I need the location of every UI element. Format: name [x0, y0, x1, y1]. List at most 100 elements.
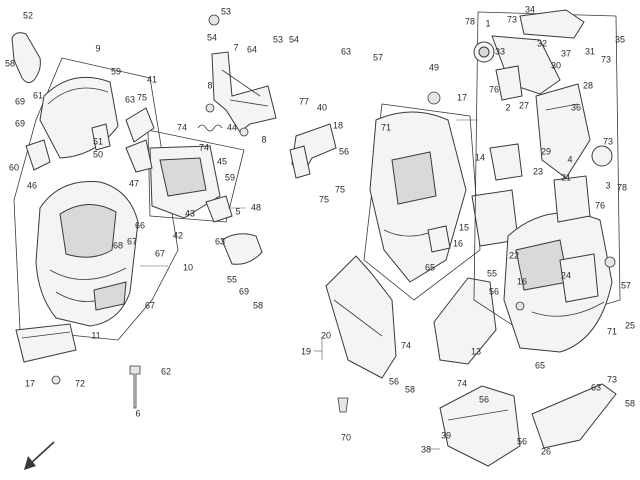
callout-72: 72	[74, 378, 86, 389]
pocket-part	[205, 195, 233, 223]
callout-9: 9	[95, 43, 101, 54]
callout-56: 56	[478, 394, 490, 405]
callout-42: 42	[172, 230, 184, 241]
bracket-part	[289, 145, 311, 179]
callout-2: 2	[505, 102, 511, 113]
callout-55: 55	[486, 268, 498, 279]
callout-74: 74	[456, 378, 468, 389]
callout-13: 13	[470, 346, 482, 357]
side-fairing-group	[473, 9, 621, 449]
arrow-head	[24, 456, 36, 470]
inner-fairing-opening	[391, 151, 437, 205]
callout-70: 70	[340, 432, 352, 443]
spring-part	[197, 124, 223, 132]
cylinder-part	[495, 65, 523, 101]
callout-55: 55	[226, 274, 238, 285]
lower-trim-part	[531, 383, 617, 449]
callout-54: 54	[206, 32, 218, 43]
callout-45: 45	[216, 156, 228, 167]
bracket-part	[91, 123, 111, 151]
callout-63: 63	[214, 236, 226, 247]
callout-22: 22	[508, 250, 520, 261]
callout-63: 63	[590, 382, 602, 393]
side-panel-detail	[333, 299, 383, 337]
inner-fairing-frame	[363, 103, 481, 301]
callout-7: 7	[233, 42, 239, 53]
callout-67: 67	[126, 236, 138, 247]
callout-51: 51	[92, 136, 104, 147]
callout-69: 69	[14, 96, 26, 107]
callout-64: 64	[246, 44, 258, 55]
callout-35: 35	[614, 34, 626, 45]
meter-stay-part	[125, 139, 153, 173]
washer-part	[51, 375, 61, 385]
callout-73: 73	[506, 14, 518, 25]
callout-53: 53	[272, 34, 284, 45]
callout-61: 61	[32, 90, 44, 101]
callout-58: 58	[252, 300, 264, 311]
callout-20: 20	[320, 330, 332, 341]
mirror-part	[11, 32, 41, 84]
callout-56: 56	[516, 436, 528, 447]
callout-5: 5	[235, 206, 241, 217]
callout-17: 17	[456, 92, 468, 103]
callout-73: 73	[602, 136, 614, 147]
callout-57: 57	[620, 280, 632, 291]
callout-39: 39	[440, 430, 452, 441]
callout-65: 65	[424, 262, 436, 273]
callout-38: 38	[420, 444, 432, 455]
upper-cowl-group	[11, 32, 179, 409]
side-panel-part	[325, 255, 397, 379]
callout-54: 54	[288, 34, 300, 45]
bracket-part	[25, 139, 51, 171]
cowl-grille	[93, 281, 127, 311]
trim-part	[519, 9, 585, 39]
callout-67: 67	[144, 300, 156, 311]
callout-43: 43	[184, 208, 196, 219]
gasket-part	[559, 253, 599, 303]
callout-4: 4	[567, 154, 573, 165]
inner-fairing-group	[325, 91, 523, 467]
callout-71: 71	[606, 326, 618, 337]
callout-56: 56	[388, 376, 400, 387]
callout-17: 17	[24, 378, 36, 389]
callout-69: 69	[14, 118, 26, 129]
callout-24: 24	[560, 270, 572, 281]
callout-32: 32	[536, 38, 548, 49]
grommet-part	[515, 301, 525, 311]
callout-59: 59	[224, 172, 236, 183]
callout-41: 41	[146, 74, 158, 85]
callout-58: 58	[404, 384, 416, 395]
callout-77: 77	[298, 96, 310, 107]
callout-73: 73	[606, 374, 618, 385]
callout-11: 11	[91, 330, 101, 341]
callout-62: 62	[160, 366, 172, 377]
callout-57: 57	[372, 52, 384, 63]
callout-18: 18	[332, 120, 344, 131]
cowl-detail	[49, 267, 127, 280]
callout-56: 56	[488, 286, 500, 297]
callout-36: 36	[570, 102, 582, 113]
callout-26: 26	[540, 446, 552, 457]
callout-56: 56	[338, 146, 350, 157]
callout-78: 78	[616, 182, 628, 193]
callout-44: 44	[226, 122, 238, 133]
callout-28: 28	[582, 80, 594, 91]
pocket-part	[221, 233, 263, 265]
side-cowl-detail	[545, 103, 579, 111]
instrument-bracket-group	[125, 14, 337, 265]
callout-78: 78	[464, 16, 476, 27]
callout-74: 74	[400, 340, 412, 351]
callout-31: 31	[584, 46, 596, 57]
clip-part	[337, 397, 349, 413]
windscreen-edge	[47, 87, 109, 105]
meter-panel-inner	[159, 157, 207, 197]
bracket-part	[433, 277, 497, 365]
callout-76: 76	[488, 84, 500, 95]
callout-19: 19	[300, 346, 312, 357]
callout-16: 16	[452, 238, 464, 249]
gauge-part	[478, 46, 490, 58]
